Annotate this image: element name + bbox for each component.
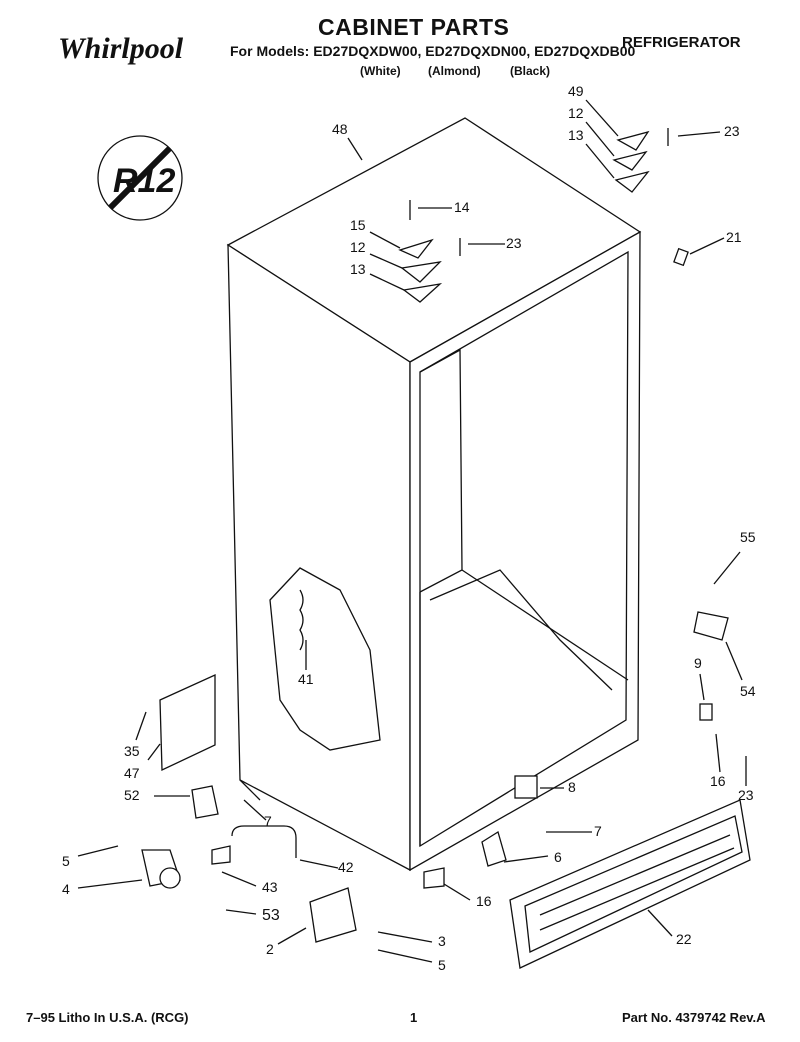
callout-12: 12 [568,105,584,121]
models-line: For Models: ED27DQXDW00, ED27DQXDN00, ED… [230,43,636,59]
grille [509,799,751,969]
callout-47: 47 [124,765,140,781]
callout-6: 6 [554,849,562,865]
callout-5: 5 [62,853,70,869]
callout-9: 9 [694,655,702,671]
callout-numbers: 48 49 12 13 23 14 15 12 23 13 21 55 41 9… [62,83,756,973]
color-white: (White) [360,64,401,78]
callout-15: 15 [350,217,366,233]
color-black: (Black) [510,64,551,78]
no-r12-badge: R12 [97,135,183,221]
top-hinge-left [398,200,461,303]
callout-2: 2 [266,941,274,957]
callout-48: 48 [332,121,348,137]
footer-page-number: 1 [410,1010,418,1025]
callout-42: 42 [338,859,354,875]
callout-23: 23 [506,235,522,251]
callout-12: 12 [350,239,366,255]
callout-35: 35 [124,743,140,759]
callout-49: 49 [568,83,584,99]
callout-3: 3 [438,933,446,949]
callout-23: 23 [724,123,740,139]
r12-badge-text: R12 [113,162,175,200]
callout-14: 14 [454,199,470,215]
brand-logo: Whirlpool [58,32,184,65]
cabinet-body [226,117,642,872]
callout-23: 23 [738,787,754,803]
page-title: CABINET PARTS [318,14,510,40]
callout-22: 22 [676,931,692,947]
callout-41: 41 [298,671,314,687]
leader-lines [77,99,747,963]
callout-4: 4 [62,881,70,897]
callout-13: 13 [568,127,584,143]
callout-16: 16 [710,773,726,789]
callout-53: 53 [262,907,280,924]
callout-13: 13 [350,261,366,277]
appliance-label: REFRIGERATOR [622,34,741,51]
callout-7: 7 [264,813,272,829]
callout-5: 5 [438,957,446,973]
callout-43: 43 [262,879,278,895]
callout-8: 8 [568,779,576,795]
callout-21: 21 [726,229,742,245]
callout-7: 7 [594,823,602,839]
callout-55: 55 [740,529,756,545]
lower-parts [141,611,729,943]
footer-litho: 7–95 Litho In U.S.A. (RCG) [26,1010,189,1025]
callout-54: 54 [740,683,756,699]
top-hinge-right [612,128,689,267]
callout-52: 52 [124,787,140,803]
color-almond: (Almond) [428,64,481,78]
footer-part-number: Part No. 4379742 Rev.A [622,1010,766,1025]
callout-16: 16 [476,893,492,909]
